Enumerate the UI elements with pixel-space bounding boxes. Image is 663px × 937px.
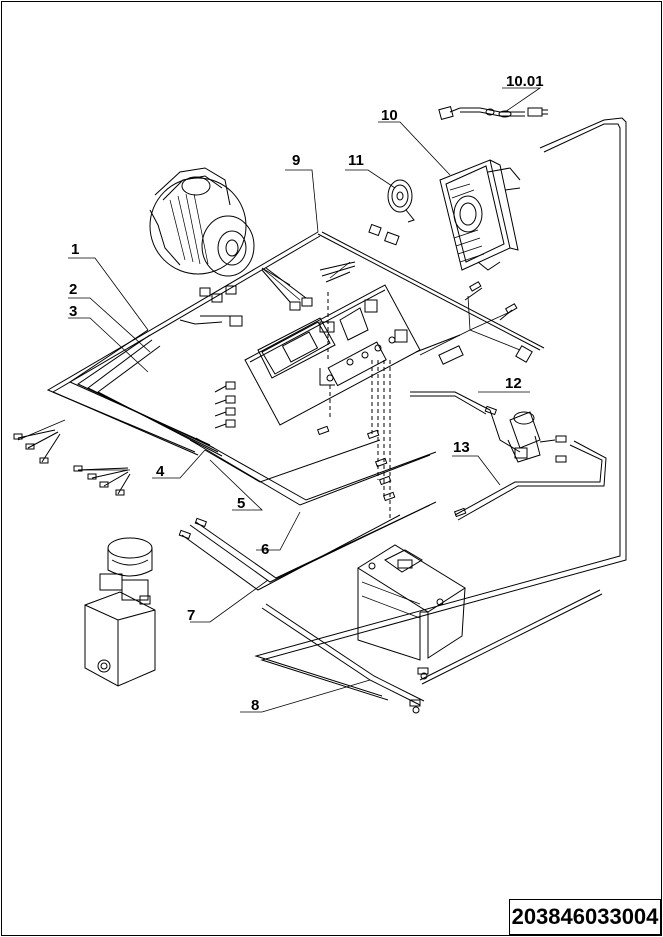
motor-icon [149, 167, 255, 277]
callouts: 1 2 3 4 5 6 7 8 9 10 10.01 11 12 13 [69, 73, 544, 714]
callout-11: 11 [348, 152, 364, 169]
horn-icon [387, 179, 415, 223]
harness-cable-battery-link [419, 589, 603, 685]
callout-6: 6 [261, 541, 269, 558]
panel-icon [244, 284, 421, 426]
left-pigtails-icon [13, 429, 131, 496]
harness-cable-9 [317, 231, 545, 351]
callout-5: 5 [237, 495, 245, 512]
harness-cable-13 [454, 440, 607, 521]
cable-terminals-icon [178, 405, 498, 714]
plug-icon [438, 106, 548, 120]
callout-4: 4 [156, 463, 165, 480]
callout-12: 12 [505, 375, 522, 392]
callout-8: 8 [251, 697, 259, 714]
motor-connectors-icon [179, 285, 243, 327]
harness-cable-12 [410, 391, 521, 453]
right-connectors-icon [415, 281, 533, 365]
dashed-guides [327, 292, 391, 520]
key-switch-icon [507, 411, 567, 463]
callout-2: 2 [69, 281, 77, 298]
callout-9: 9 [292, 152, 300, 169]
battery-icon [357, 544, 466, 661]
harness-cable-6-7 [181, 501, 437, 591]
callout-10: 10 [381, 107, 398, 124]
harness-cable-long-right [254, 117, 627, 701]
pump-icon [84, 537, 156, 687]
relay-connectors-icon [261, 223, 400, 311]
callout-3: 3 [69, 303, 77, 320]
callout-13: 13 [453, 439, 470, 456]
harness-cable-8 [261, 603, 425, 706]
callout-1: 1 [71, 241, 79, 258]
callout-10-01: 10.01 [506, 73, 544, 90]
harness-cable-4-5 [189, 437, 437, 506]
panel-left-connectors-icon [214, 381, 236, 429]
document-number: 203846033004 [509, 899, 661, 935]
callout-7: 7 [187, 607, 195, 624]
charger-icon [439, 159, 521, 271]
harness-cable-1 [46, 231, 321, 456]
leader-lines [17, 87, 542, 713]
